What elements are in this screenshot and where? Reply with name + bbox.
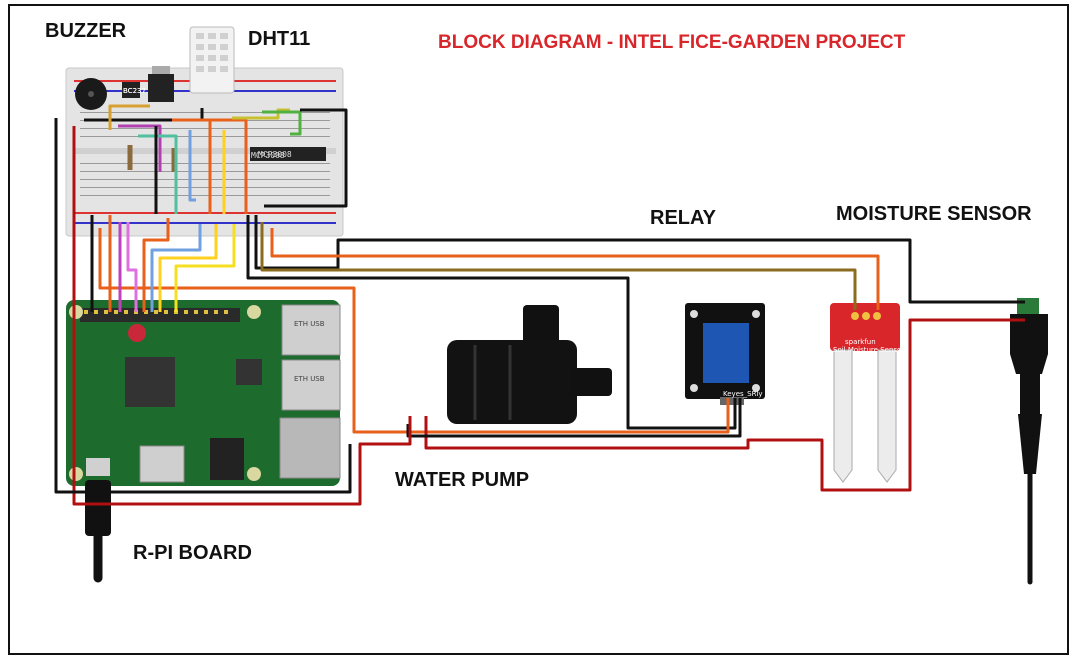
sensor-brand-text: sparkfun: [845, 338, 876, 346]
relay-brand-text: Keyes_SRly: [723, 390, 763, 398]
usb-port-text-1: ETH USB: [294, 320, 325, 328]
sensor-name-text: Soil Moisture Sensor: [833, 346, 904, 354]
transistor-text: BC237: [123, 87, 146, 95]
chip-text: MCP3008: [251, 151, 285, 160]
usb-port-text-2: ETH USB: [294, 375, 325, 383]
